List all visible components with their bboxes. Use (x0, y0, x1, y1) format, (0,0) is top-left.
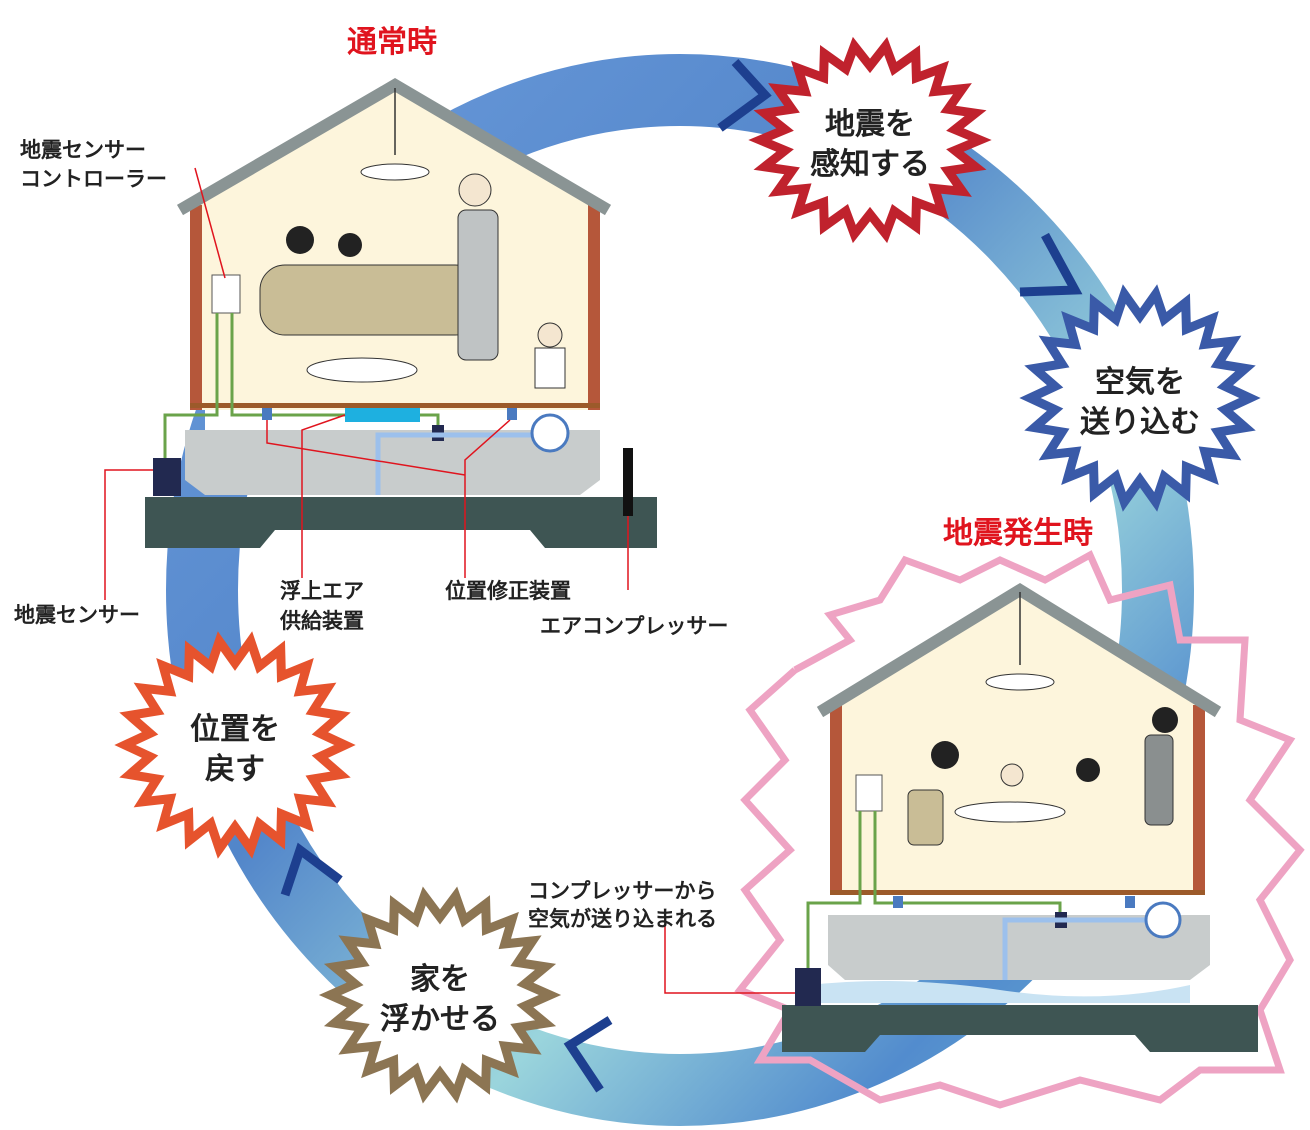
label-position-corrector: 位置修正装置 (445, 579, 571, 603)
quake-shake-lines (734, 550, 1305, 1109)
label-compressor-air-2: 空気が送り込まれる (528, 907, 717, 931)
step-label-line2: 送り込む (1080, 405, 1200, 440)
house-quake (782, 582, 1258, 1052)
arrow-icon (563, 1016, 613, 1093)
arrow-icon (1019, 232, 1083, 297)
quake-sensor-box (153, 458, 181, 496)
label-controller-2: コントローラー (20, 167, 167, 191)
step-label-line2: 浮かせる (380, 1002, 500, 1037)
starburst-shape (1019, 284, 1261, 512)
step-label-line1: 家を (410, 962, 470, 997)
label-air-supply-2: 供給装置 (279, 609, 364, 633)
title-quake: 地震発生時 (943, 516, 1093, 551)
label-compressor: エアコンプレッサー (540, 614, 728, 638)
arrow-icon (717, 58, 772, 132)
label-air-supply-1: 浮上エア (280, 579, 364, 603)
label-controller-1: 地震センサー (20, 138, 146, 162)
leader-lines (104, 167, 795, 994)
step-label-line1: 空気を (1095, 365, 1185, 400)
step-label-line2: 戻す (205, 752, 265, 787)
starburst-shape (318, 886, 562, 1104)
step-label-line1: 位置を (190, 712, 280, 747)
label-compressor-air-1: コンプレッサーから (528, 879, 716, 903)
starburst-shape (114, 631, 356, 859)
starburst-shape (748, 36, 992, 244)
house-normal (145, 78, 657, 548)
cycle-arrows (280, 58, 1083, 1093)
air-compressor-post (623, 448, 633, 516)
step-label-line1: 地震を (825, 107, 915, 142)
label-sensor: 地震センサー (14, 603, 140, 627)
step-label-line2: 感知する (810, 147, 930, 182)
arrow-icon (280, 842, 343, 897)
title-normal: 通常時 (347, 25, 437, 60)
